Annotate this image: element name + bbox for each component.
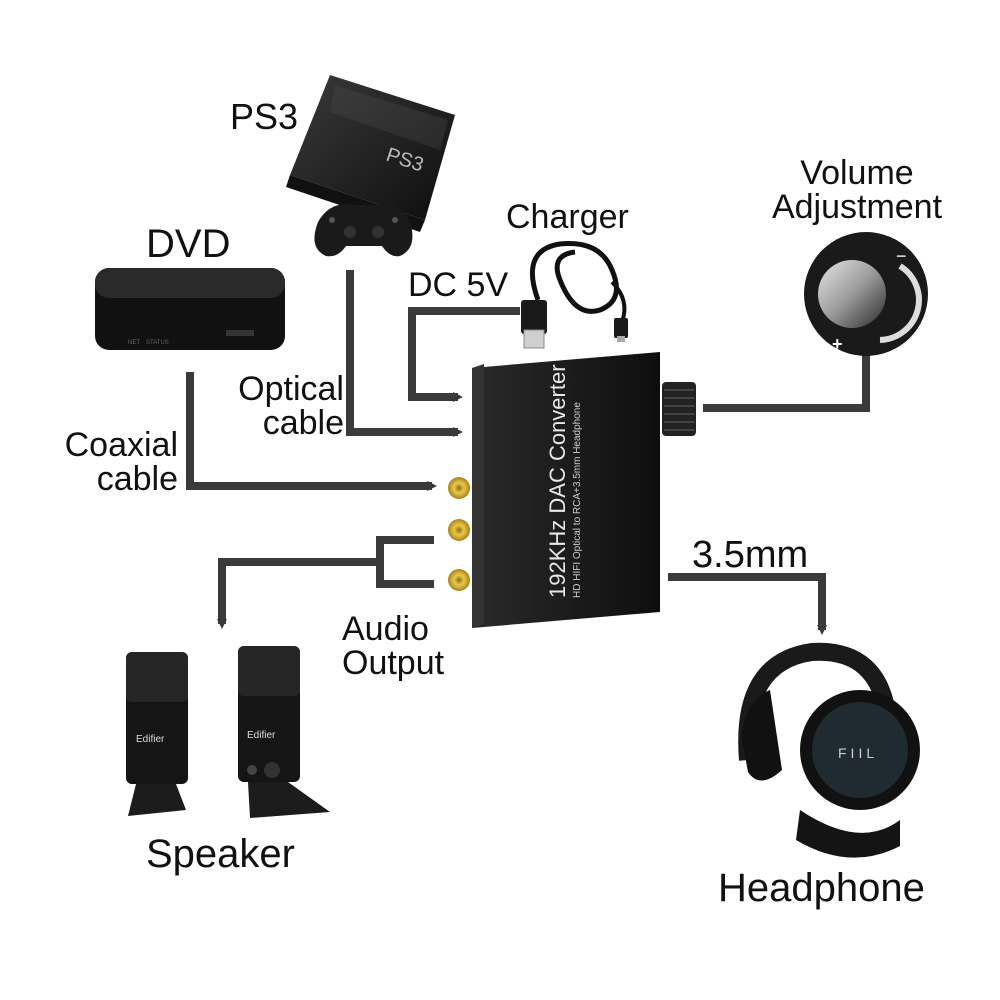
rca-port-1 — [448, 477, 470, 499]
audio-output-label: Audio Output — [342, 612, 444, 680]
device-subtitle: HD HIFI Optical to RCA+3.5mm Headphone — [572, 402, 583, 598]
rca-port-3 — [448, 569, 470, 591]
optical-label-line1: Optical — [238, 370, 344, 408]
ps3-label: PS3 — [230, 96, 299, 137]
3-5mm-label: 3.5mm — [692, 534, 809, 576]
dc5v-label: DC 5V — [408, 266, 509, 304]
headphone-line — [668, 573, 827, 635]
volume-adjustment-label: Volume Adjustment — [752, 156, 962, 224]
volume-label-line2: Adjustment — [771, 188, 943, 226]
optical-line — [346, 270, 463, 437]
volume-knob: − + — [804, 232, 928, 356]
rca-bracket-line — [376, 536, 434, 588]
audio-label-line2: Output — [342, 644, 445, 682]
knob-plus-mark: + — [832, 334, 843, 354]
volume-line — [703, 350, 870, 412]
dc-power-line — [408, 307, 520, 402]
charger-label: Charger — [506, 198, 629, 236]
dvd-label: DVD — [146, 222, 231, 266]
speaker-right: Edifier — [238, 646, 330, 818]
coaxial-cable-label: Coaxial cable — [48, 428, 178, 496]
dvd-panel-status: STATUS — [146, 340, 169, 346]
device-title: 192KHz DAC Converter — [545, 364, 570, 598]
ps3-console: PS3 — [286, 75, 455, 232]
speaker-brand-right: Edifier — [247, 730, 276, 741]
headphone-brand: FIIL — [838, 745, 878, 761]
coaxial-line — [186, 372, 437, 491]
volume-label-line1: Volume — [800, 154, 914, 192]
dac-converter: 192KHz DAC Converter HD HIFI Optical to … — [448, 352, 696, 628]
rca-port-2 — [448, 519, 470, 541]
headphone-graphic: FIIL — [738, 642, 920, 858]
knob-minus-mark: − — [896, 246, 907, 266]
optical-cable-label: Optical cable — [220, 372, 344, 440]
charger-cable — [521, 241, 628, 349]
coaxial-label-line2: cable — [96, 460, 178, 498]
headphone-label: Headphone — [718, 866, 925, 910]
connection-lines — [186, 270, 870, 635]
speaker-line — [217, 558, 380, 629]
coaxial-label-line1: Coaxial — [64, 426, 178, 464]
audio-label-line1: Audio — [342, 610, 429, 648]
ps3-controller — [314, 204, 413, 257]
dvd-panel-net: NET — [128, 340, 140, 346]
speaker-brand-left: Edifier — [136, 734, 165, 745]
dvd-player: NET STATUS — [95, 268, 285, 350]
speaker-label: Speaker — [146, 832, 295, 876]
optical-label-line2: cable — [262, 404, 344, 442]
speaker-left: Edifier — [126, 652, 188, 816]
